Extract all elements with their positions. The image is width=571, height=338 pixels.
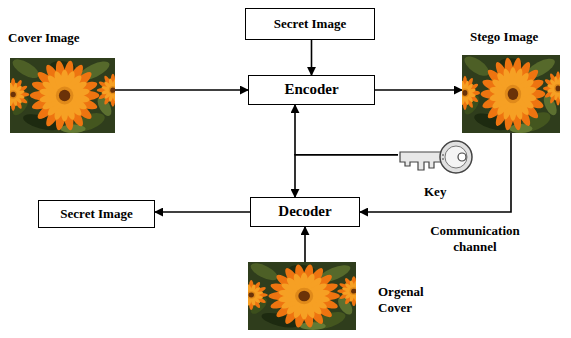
process-box: Encoder <box>248 75 375 105</box>
illustration-part <box>462 90 467 96</box>
connector-arrow <box>295 155 398 197</box>
cover-image: Cover Image <box>10 58 115 133</box>
illustration-part <box>442 155 444 159</box>
stego-image: Stego Image <box>462 55 560 133</box>
connector-arrow <box>115 89 248 91</box>
process-box: Decoder <box>250 197 360 227</box>
illustration-part <box>350 287 356 295</box>
illustration-part <box>56 87 74 105</box>
box-label: Secret Image <box>60 207 132 222</box>
illustration-part <box>440 141 472 173</box>
illustration-part <box>462 55 492 80</box>
illustration-part <box>10 58 42 82</box>
illustration-part <box>505 85 521 104</box>
connector-arrow <box>311 40 313 75</box>
illustration-part <box>295 288 313 304</box>
box-label: Encoder <box>284 81 338 98</box>
illustration-part <box>508 88 519 100</box>
edge-label: Communication channel <box>416 223 534 254</box>
image-caption: Stego Image <box>470 29 538 45</box>
illustration-part <box>248 291 255 299</box>
box-label: Decoder <box>278 203 331 220</box>
illustration-part <box>351 289 356 294</box>
connector-arrow <box>304 227 306 262</box>
input-box: Secret Image <box>245 8 375 40</box>
illustration-part <box>462 89 469 98</box>
image-caption: Cover Image <box>8 30 80 46</box>
illustration-part <box>249 293 254 298</box>
illustration-part <box>554 84 560 93</box>
connector-arrow <box>155 211 250 213</box>
flower-photo <box>10 58 115 133</box>
illustration-part <box>248 262 281 284</box>
illustration-part <box>109 86 115 94</box>
illustration-part <box>556 86 560 92</box>
illustration-part <box>458 153 466 161</box>
illustration-part <box>298 291 310 301</box>
flower-photo <box>462 55 560 133</box>
illustration-part <box>400 152 442 170</box>
flower-photo <box>248 262 356 330</box>
key-icon: Key <box>398 138 474 182</box>
illustration-part <box>59 90 70 102</box>
image-caption: Key <box>424 184 446 200</box>
illustration-part <box>11 92 16 97</box>
connector-arrow <box>375 89 462 91</box>
key-symbol <box>398 138 474 182</box>
output-box: Secret Image <box>38 200 155 228</box>
connector-arrow <box>295 105 398 155</box>
box-label: Secret Image <box>274 17 346 32</box>
illustration-part <box>110 87 115 92</box>
connector-arrow <box>360 133 511 212</box>
image-caption: Orgenal Cover <box>378 284 448 315</box>
original-cover-image: Orgenal Cover <box>248 262 356 330</box>
illustration-part <box>10 90 17 98</box>
illustration-part <box>445 146 467 168</box>
